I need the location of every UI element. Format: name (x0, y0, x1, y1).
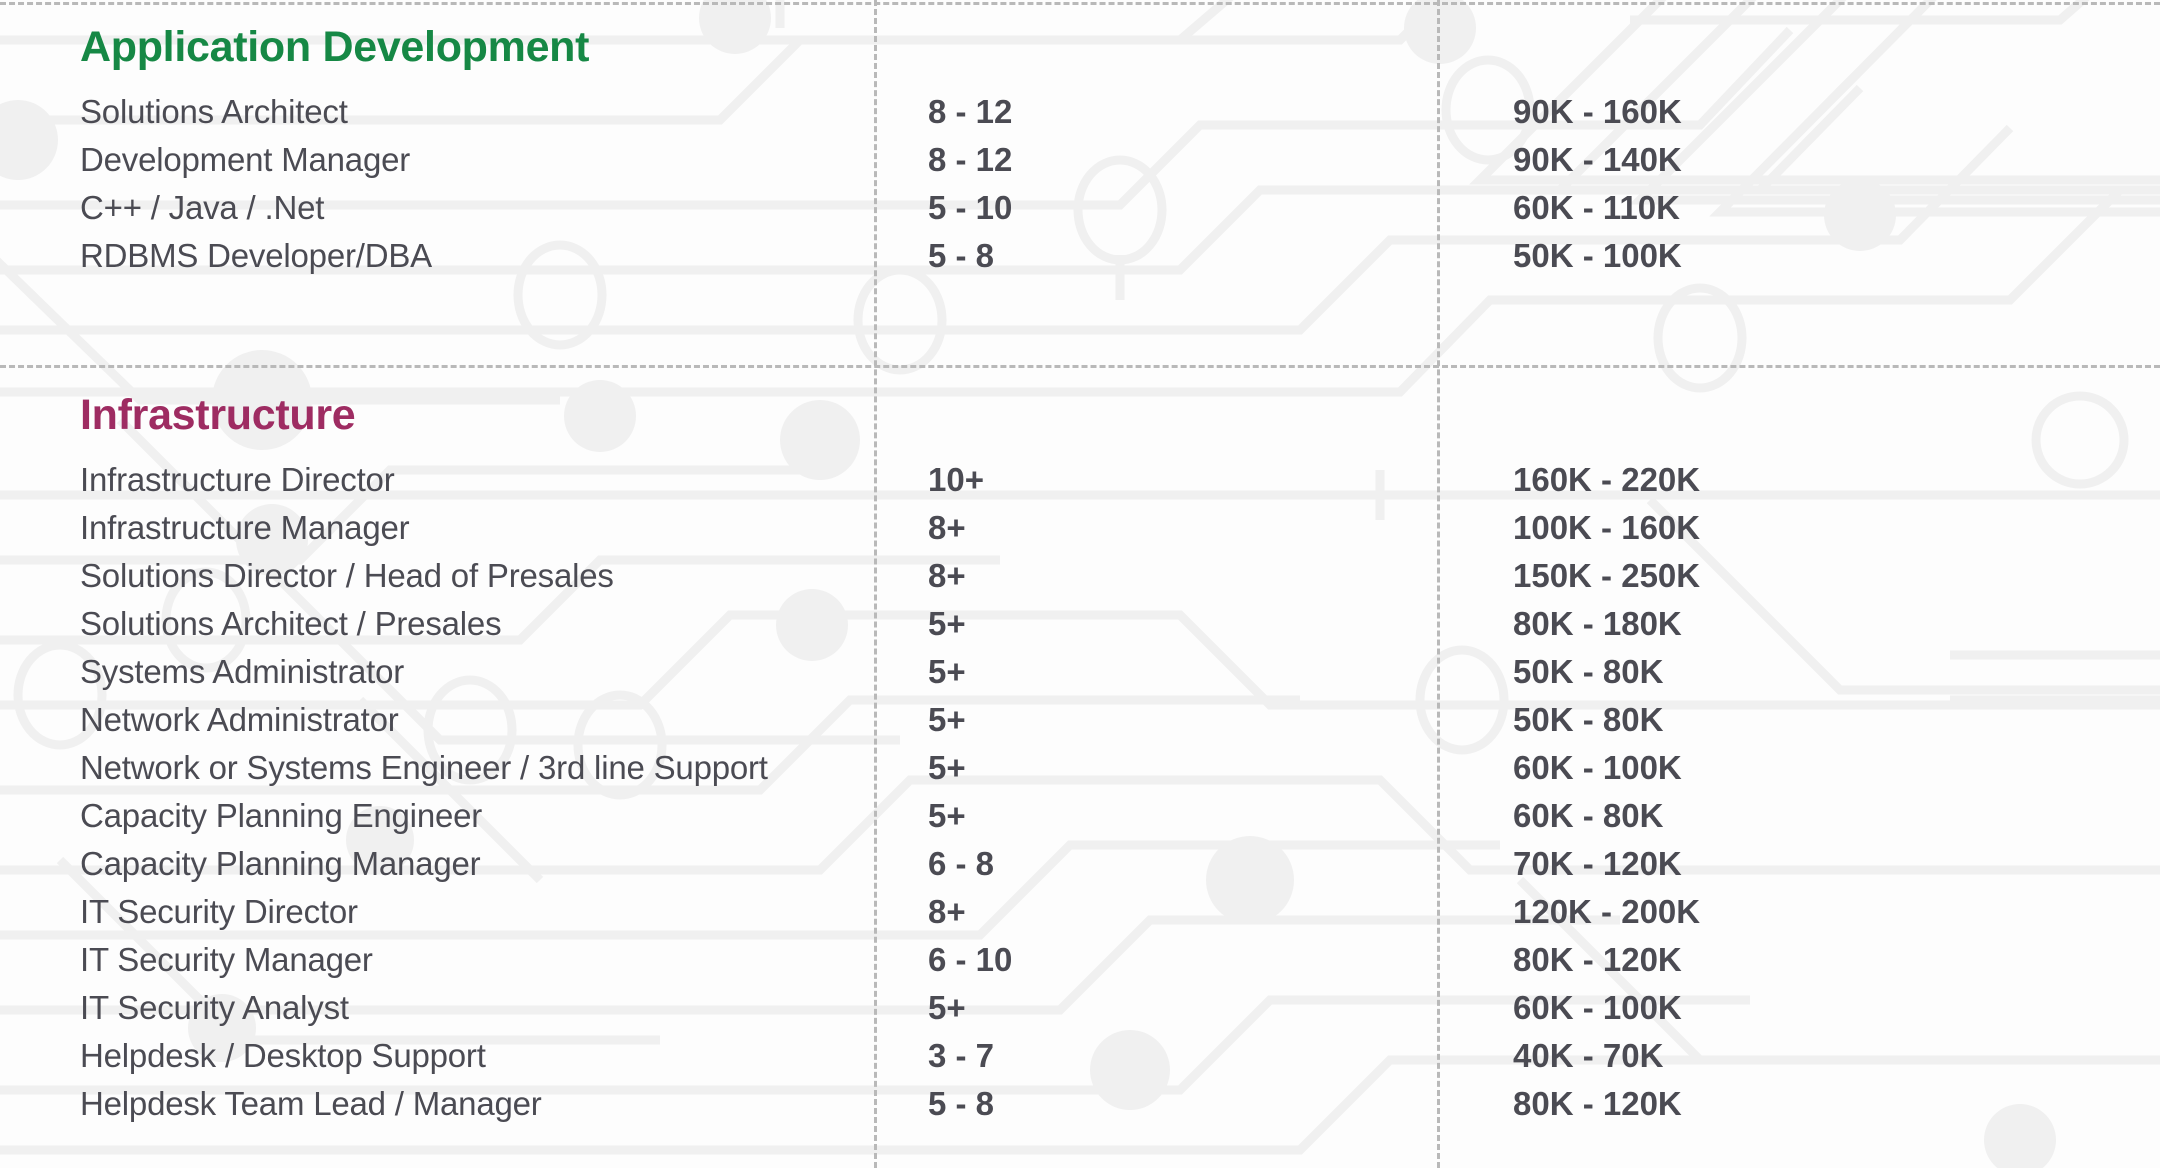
guide-line-horizontal-middle (0, 365, 2160, 368)
table-row: IT Security Manager 6 - 10 80K - 120K (0, 936, 2160, 984)
role-title: Capacity Planning Engineer (80, 796, 483, 834)
guide-line-vertical-right (1437, 0, 1440, 1168)
table-row: Helpdesk Team Lead / Manager 5 - 8 80K -… (0, 1080, 2160, 1128)
role-list-application-development: Solutions Architect 8 - 12 90K - 160K De… (0, 88, 2160, 280)
role-experience: 5 - 8 (928, 236, 995, 274)
role-title: Solutions Director / Head of Presales (80, 556, 614, 594)
role-experience: 5 - 10 (928, 188, 1013, 226)
role-salary: 150K - 250K (1513, 556, 1701, 594)
section-title-infrastructure: Infrastructure (80, 391, 356, 439)
section-application-development: Application Development Solutions Archit… (0, 22, 2160, 280)
role-salary: 60K - 100K (1513, 988, 1682, 1026)
role-salary: 100K - 160K (1513, 508, 1701, 546)
role-experience: 8+ (928, 508, 966, 546)
role-title: C++ / Java / .Net (80, 188, 325, 226)
role-title: Systems Administrator (80, 652, 405, 690)
section-infrastructure: Infrastructure Infrastructure Director 1… (0, 390, 2160, 1128)
role-experience: 8 - 12 (928, 92, 1013, 130)
role-experience: 5+ (928, 700, 966, 738)
role-experience: 10+ (928, 460, 984, 498)
role-experience: 8+ (928, 892, 966, 930)
role-title: Capacity Planning Manager (80, 844, 481, 882)
table-row: RDBMS Developer/DBA 5 - 8 50K - 100K (0, 232, 2160, 280)
table-row: Capacity Planning Manager 6 - 8 70K - 12… (0, 840, 2160, 888)
role-experience: 8+ (928, 556, 966, 594)
role-salary: 80K - 120K (1513, 940, 1682, 978)
role-experience: 5+ (928, 652, 966, 690)
role-title: IT Security Director (80, 892, 358, 930)
role-experience: 6 - 10 (928, 940, 1013, 978)
table-row: Network or Systems Engineer / 3rd line S… (0, 744, 2160, 792)
table-row: Development Manager 8 - 12 90K - 140K (0, 136, 2160, 184)
role-experience: 5+ (928, 748, 966, 786)
role-title: Helpdesk / Desktop Support (80, 1036, 486, 1074)
role-salary: 50K - 80K (1513, 700, 1664, 738)
role-title: Solutions Architect / Presales (80, 604, 502, 642)
role-experience: 3 - 7 (928, 1036, 995, 1074)
role-salary: 40K - 70K (1513, 1036, 1664, 1074)
role-salary: 60K - 110K (1513, 188, 1680, 226)
role-salary: 80K - 120K (1513, 1084, 1682, 1122)
table-row: Capacity Planning Engineer 5+ 60K - 80K (0, 792, 2160, 840)
role-salary: 90K - 160K (1513, 92, 1682, 130)
table-row: Solutions Architect 8 - 12 90K - 160K (0, 88, 2160, 136)
role-salary: 80K - 180K (1513, 604, 1682, 642)
role-salary: 60K - 100K (1513, 748, 1682, 786)
role-salary: 160K - 220K (1513, 460, 1701, 498)
table-row: Infrastructure Director 10+ 160K - 220K (0, 456, 2160, 504)
role-salary: 70K - 120K (1513, 844, 1682, 882)
table-row: Systems Administrator 5+ 50K - 80K (0, 648, 2160, 696)
role-experience: 8 - 12 (928, 140, 1013, 178)
guide-line-horizontal-top (0, 2, 2160, 5)
table-row: IT Security Analyst 5+ 60K - 100K (0, 984, 2160, 1032)
role-list-infrastructure: Infrastructure Director 10+ 160K - 220K … (0, 456, 2160, 1128)
role-title: RDBMS Developer/DBA (80, 236, 432, 274)
role-title: Solutions Architect (80, 92, 348, 130)
role-title: Development Manager (80, 140, 411, 178)
role-experience: 5+ (928, 796, 966, 834)
table-row: Infrastructure Manager 8+ 100K - 160K (0, 504, 2160, 552)
role-title: Network Administrator (80, 700, 399, 738)
table-row: Solutions Architect / Presales 5+ 80K - … (0, 600, 2160, 648)
section-title-application-development: Application Development (80, 23, 590, 71)
role-experience: 5+ (928, 604, 966, 642)
role-experience: 6 - 8 (928, 844, 995, 882)
role-title: Infrastructure Manager (80, 508, 410, 546)
role-salary: 120K - 200K (1513, 892, 1701, 930)
role-salary: 90K - 140K (1513, 140, 1682, 178)
role-salary: 50K - 100K (1513, 236, 1682, 274)
table-row: Network Administrator 5+ 50K - 80K (0, 696, 2160, 744)
role-title: IT Security Manager (80, 940, 373, 978)
role-experience: 5 - 8 (928, 1084, 995, 1122)
table-row: C++ / Java / .Net 5 - 10 60K - 110K (0, 184, 2160, 232)
role-title: IT Security Analyst (80, 988, 349, 1026)
role-salary: 50K - 80K (1513, 652, 1664, 690)
table-row: Solutions Director / Head of Presales 8+… (0, 552, 2160, 600)
role-title: Network or Systems Engineer / 3rd line S… (80, 748, 768, 786)
table-row: Helpdesk / Desktop Support 3 - 7 40K - 7… (0, 1032, 2160, 1080)
role-salary: 60K - 80K (1513, 796, 1664, 834)
role-title: Helpdesk Team Lead / Manager (80, 1084, 542, 1122)
role-experience: 5+ (928, 988, 966, 1026)
table-row: IT Security Director 8+ 120K - 200K (0, 888, 2160, 936)
role-title: Infrastructure Director (80, 460, 395, 498)
